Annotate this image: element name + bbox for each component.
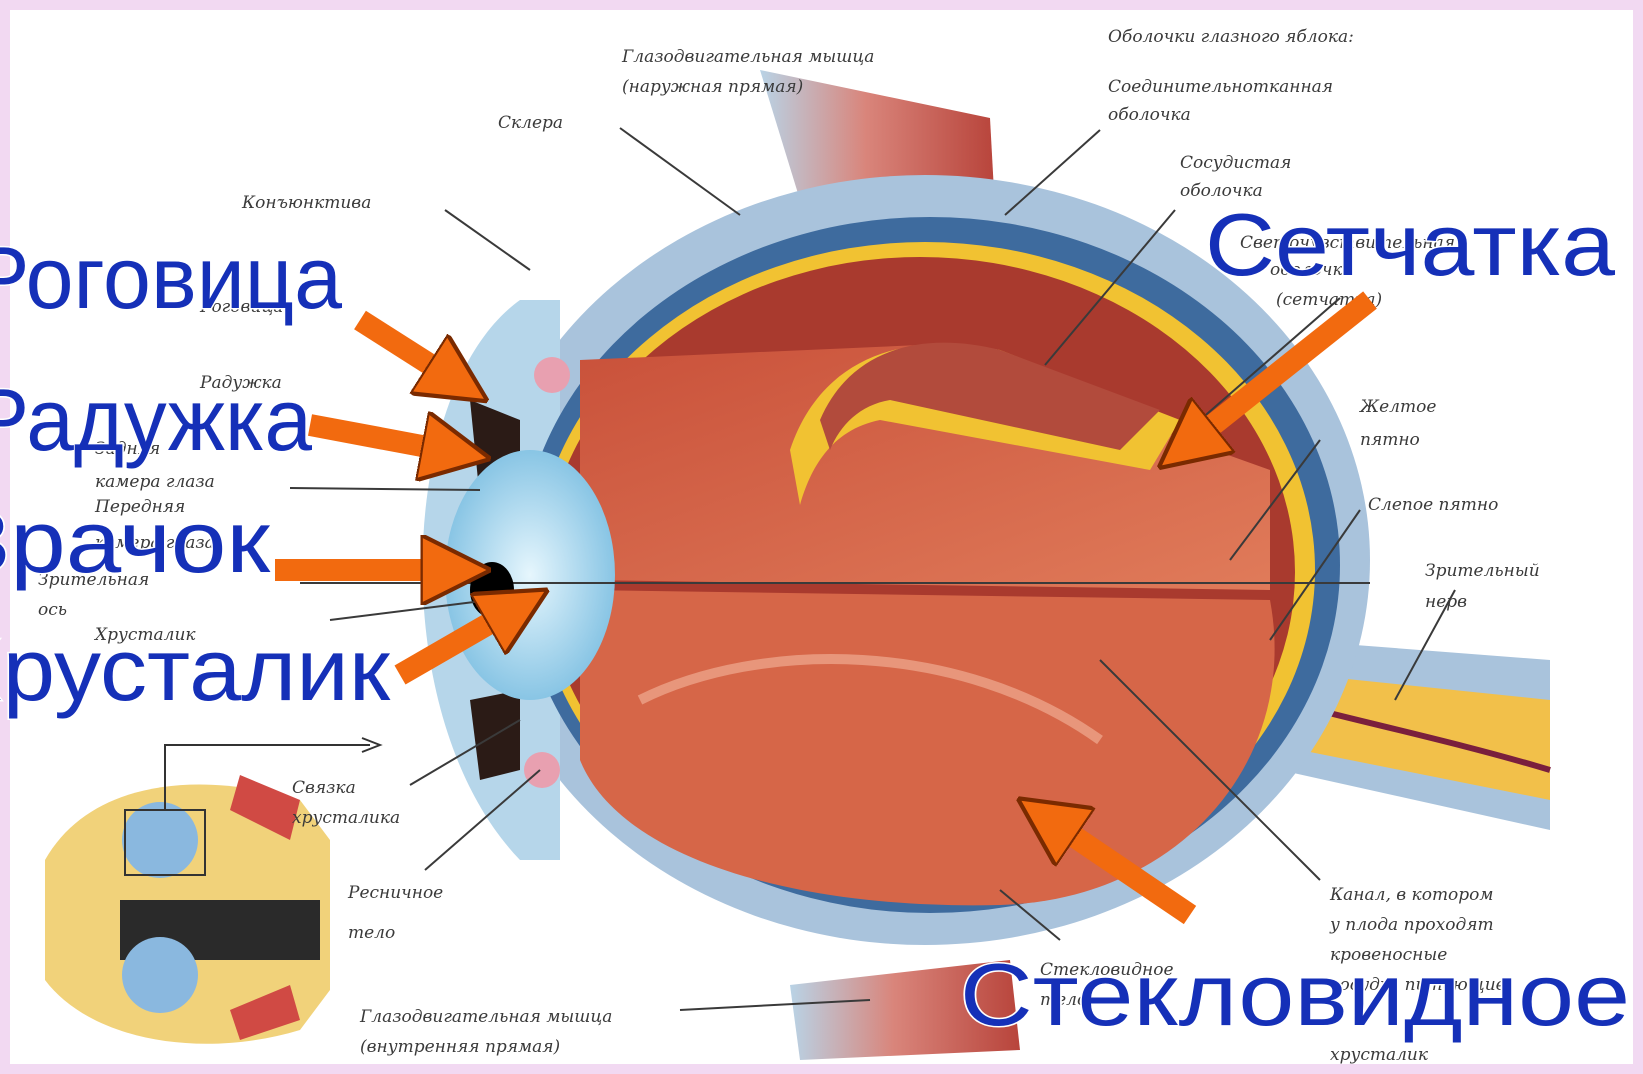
svg-text:(наружная прямая): (наружная прямая) (622, 77, 803, 97)
label-yellow-spot-2: пятно (1360, 430, 1420, 450)
label-connective-1: Соединительнотканная (1108, 77, 1333, 97)
svg-text:Связка: Связка (292, 778, 356, 798)
svg-text:Оболочки глазного яблока:: Оболочки глазного яблока: (1108, 27, 1354, 47)
label-eye-muscle-outer-1: Глазодвигательная мышца (621, 47, 874, 67)
svg-text:ось: ось (38, 600, 67, 620)
svg-text:тело: тело (348, 923, 395, 943)
big-label-pupil: Зрачок (0, 492, 271, 591)
big-label-retina: Сетчатка (1205, 195, 1615, 294)
svg-text:пятно: пятно (1360, 430, 1420, 450)
svg-text:камера глаза: камера глаза (95, 472, 215, 492)
svg-text:Склера: Склера (498, 113, 563, 133)
label-sclera: Склера (498, 113, 563, 133)
svg-text:(внутренняя прямая): (внутренняя прямая) (360, 1037, 560, 1057)
label-canal-5: хрусталик (1330, 1045, 1429, 1065)
svg-text:Зрачок: Зрачок (0, 492, 271, 591)
svg-text:Слепое пятно: Слепое пятно (1368, 495, 1498, 515)
label-ciliary-1: Ресничное (347, 883, 443, 903)
label-connective-2: оболочка (1108, 105, 1191, 125)
label-optic-nerve-1: Зрительный (1425, 561, 1540, 581)
svg-text:Стекловидное: Стекловидное (960, 945, 1630, 1044)
label-blind-spot: Слепое пятно (1368, 495, 1498, 515)
big-label-cornea: Роговица (0, 228, 342, 327)
big-label-vitreous: Стекловидное (960, 945, 1630, 1044)
label-shells-title: Оболочки глазного яблока: (1108, 27, 1354, 47)
svg-text:хрусталик: хрусталик (1330, 1045, 1429, 1065)
label-canal-1: Канал, в котором (1329, 885, 1494, 905)
label-conjunctiva: Конъюнктива (241, 193, 371, 213)
svg-text:Роговица: Роговица (0, 228, 342, 327)
label-canal-2: у плода проходят (1329, 915, 1494, 935)
svg-text:Радужка: Радужка (0, 370, 312, 469)
ciliary-body-lower (524, 752, 560, 788)
big-label-iris: Радужка (0, 370, 312, 469)
svg-text:нерв: нерв (1425, 592, 1467, 612)
svg-text:у плода проходят: у плода проходят (1329, 915, 1494, 935)
lens-shape (445, 450, 615, 700)
svg-text:Соединительнотканная: Соединительнотканная (1108, 77, 1333, 97)
label-yellow-spot-1: Желтое (1359, 397, 1436, 417)
label-optic-nerve-2: нерв (1425, 592, 1467, 612)
label-eye-muscle-outer-2: (наружная прямая) (622, 77, 803, 97)
label-visual-axis-2: ось (38, 600, 67, 620)
svg-text:Желтое: Желтое (1359, 397, 1436, 417)
svg-text:оболочка: оболочка (1108, 105, 1191, 125)
ciliary-body-upper (534, 357, 570, 393)
big-label-lens: Хрусталик (0, 620, 391, 719)
label-eye-muscle-inner-1: Глазодвигательная мышца (359, 1007, 612, 1027)
label-ligament-1: Связка (292, 778, 356, 798)
svg-text:хрусталика: хрусталика (292, 808, 400, 828)
svg-text:Канал, в котором: Канал, в котором (1329, 885, 1494, 905)
svg-text:Хрусталик: Хрусталик (0, 620, 391, 719)
svg-text:Ресничное: Ресничное (347, 883, 443, 903)
svg-text:Сетчатка: Сетчатка (1205, 195, 1615, 294)
svg-text:Глазодвигательная мышца: Глазодвигательная мышца (359, 1007, 612, 1027)
svg-text:Сосудистая: Сосудистая (1180, 153, 1291, 173)
label-ligament-2: хрусталика (292, 808, 400, 828)
svg-text:Зрительный: Зрительный (1425, 561, 1540, 581)
svg-text:Глазодвигательная мышца: Глазодвигательная мышца (621, 47, 874, 67)
label-eye-muscle-inner-2: (внутренняя прямая) (360, 1037, 560, 1057)
label-ciliary-2: тело (348, 923, 395, 943)
label-choroid-1: Сосудистая (1180, 153, 1291, 173)
svg-text:Конъюнктива: Конъюнктива (241, 193, 371, 213)
label-posterior-chamber-2: камера глаза (95, 472, 215, 492)
